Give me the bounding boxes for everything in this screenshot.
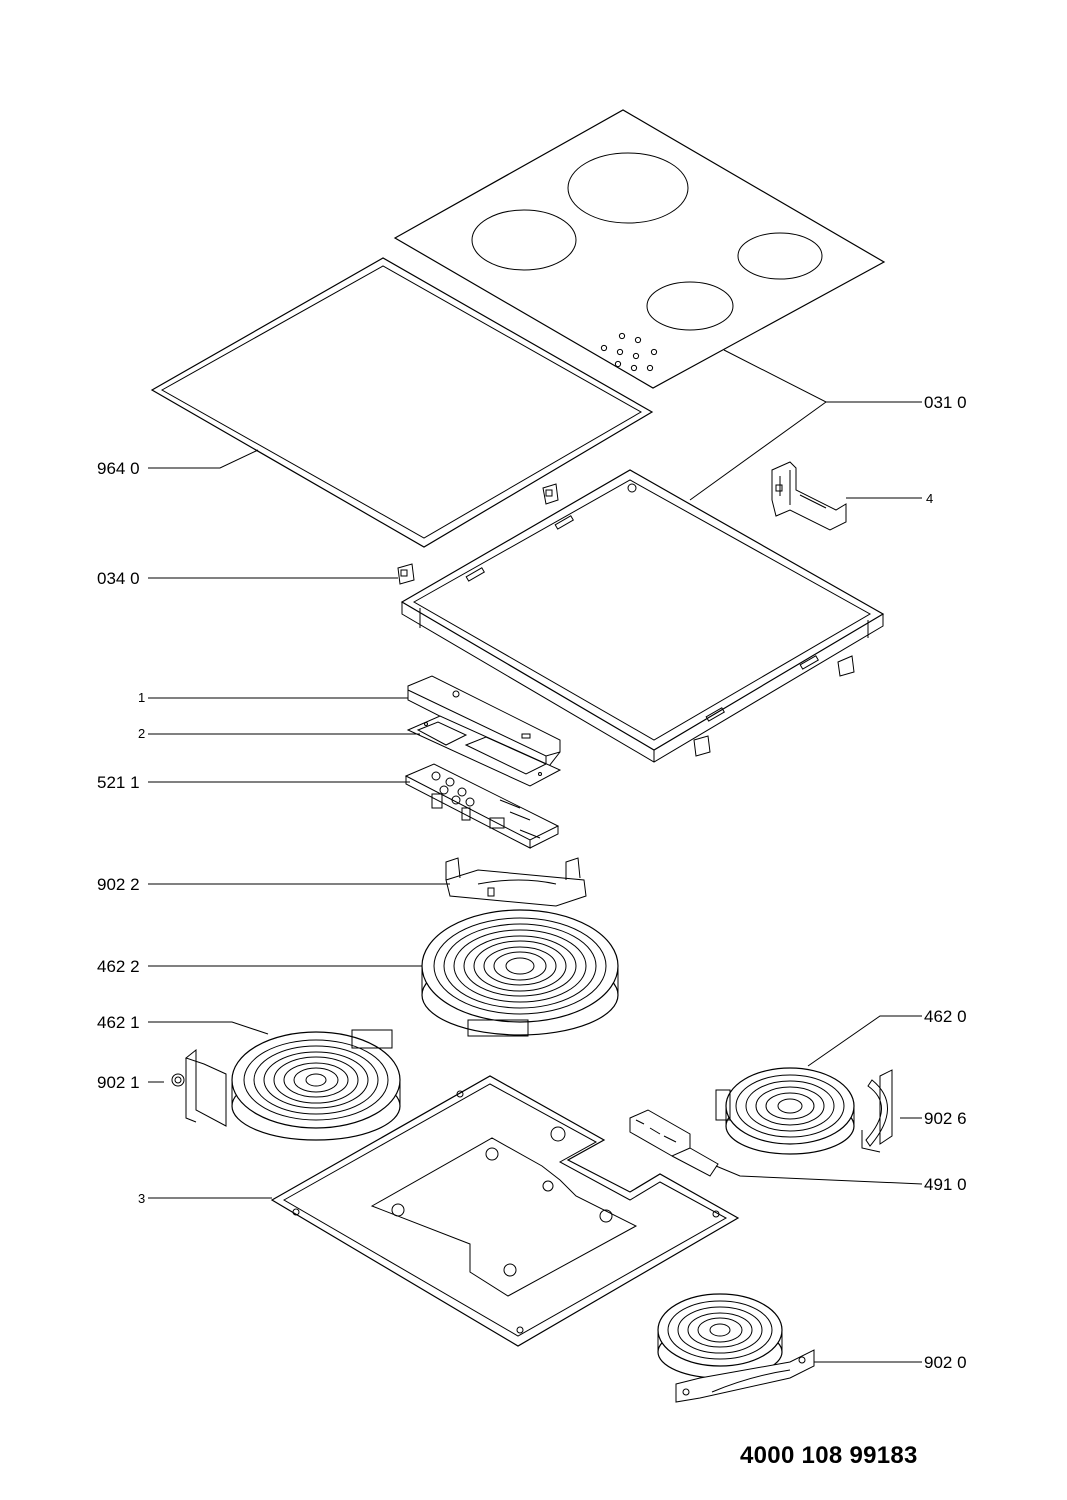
bracket-4 bbox=[771, 461, 847, 531]
part-label-4621: 462 1 bbox=[97, 1013, 140, 1032]
part-label-9640: 964 0 bbox=[97, 459, 140, 478]
part-label-9020: 902 0 bbox=[924, 1353, 967, 1372]
part-label-9022: 902 2 bbox=[97, 875, 140, 894]
insulating-plate-2 bbox=[406, 715, 562, 787]
terminal-block-4910 bbox=[629, 1109, 719, 1177]
heating-element-4622 bbox=[421, 909, 619, 1037]
part-label-0310: 031 0 bbox=[924, 393, 967, 412]
part-label-3: 3 bbox=[138, 1191, 146, 1206]
part-label-4: 4 bbox=[926, 491, 934, 506]
leader-lines bbox=[148, 349, 923, 1363]
bracket-9022 bbox=[445, 857, 587, 907]
heating-element-bottom bbox=[657, 1293, 783, 1379]
part-label-4910: 491 0 bbox=[924, 1175, 967, 1194]
fixing-clips bbox=[397, 483, 559, 585]
bracket-9021 bbox=[171, 1048, 227, 1127]
part-label-9026: 902 6 bbox=[924, 1109, 967, 1128]
part-label-0340: 034 0 bbox=[97, 569, 140, 588]
part-label-9021: 902 1 bbox=[97, 1073, 140, 1092]
part-label-5211: 521 1 bbox=[97, 773, 140, 792]
heating-element-4620 bbox=[715, 1067, 855, 1155]
document-number: 4000 108 99183 bbox=[740, 1442, 918, 1469]
gasket-frame bbox=[150, 257, 654, 548]
hob-frame bbox=[400, 469, 885, 763]
heating-element-4621 bbox=[231, 1029, 401, 1141]
bracket-9026 bbox=[861, 1069, 893, 1153]
part-label-4622: 462 2 bbox=[97, 957, 140, 976]
part-label-4620: 462 0 bbox=[924, 1007, 967, 1026]
bottom-tray-3 bbox=[270, 1075, 740, 1347]
part-label-2: 2 bbox=[138, 726, 146, 741]
glass-ceramic-top bbox=[393, 109, 886, 389]
control-board-5211 bbox=[404, 763, 560, 849]
bracket-9020 bbox=[675, 1349, 815, 1403]
part-label-1: 1 bbox=[138, 690, 146, 705]
